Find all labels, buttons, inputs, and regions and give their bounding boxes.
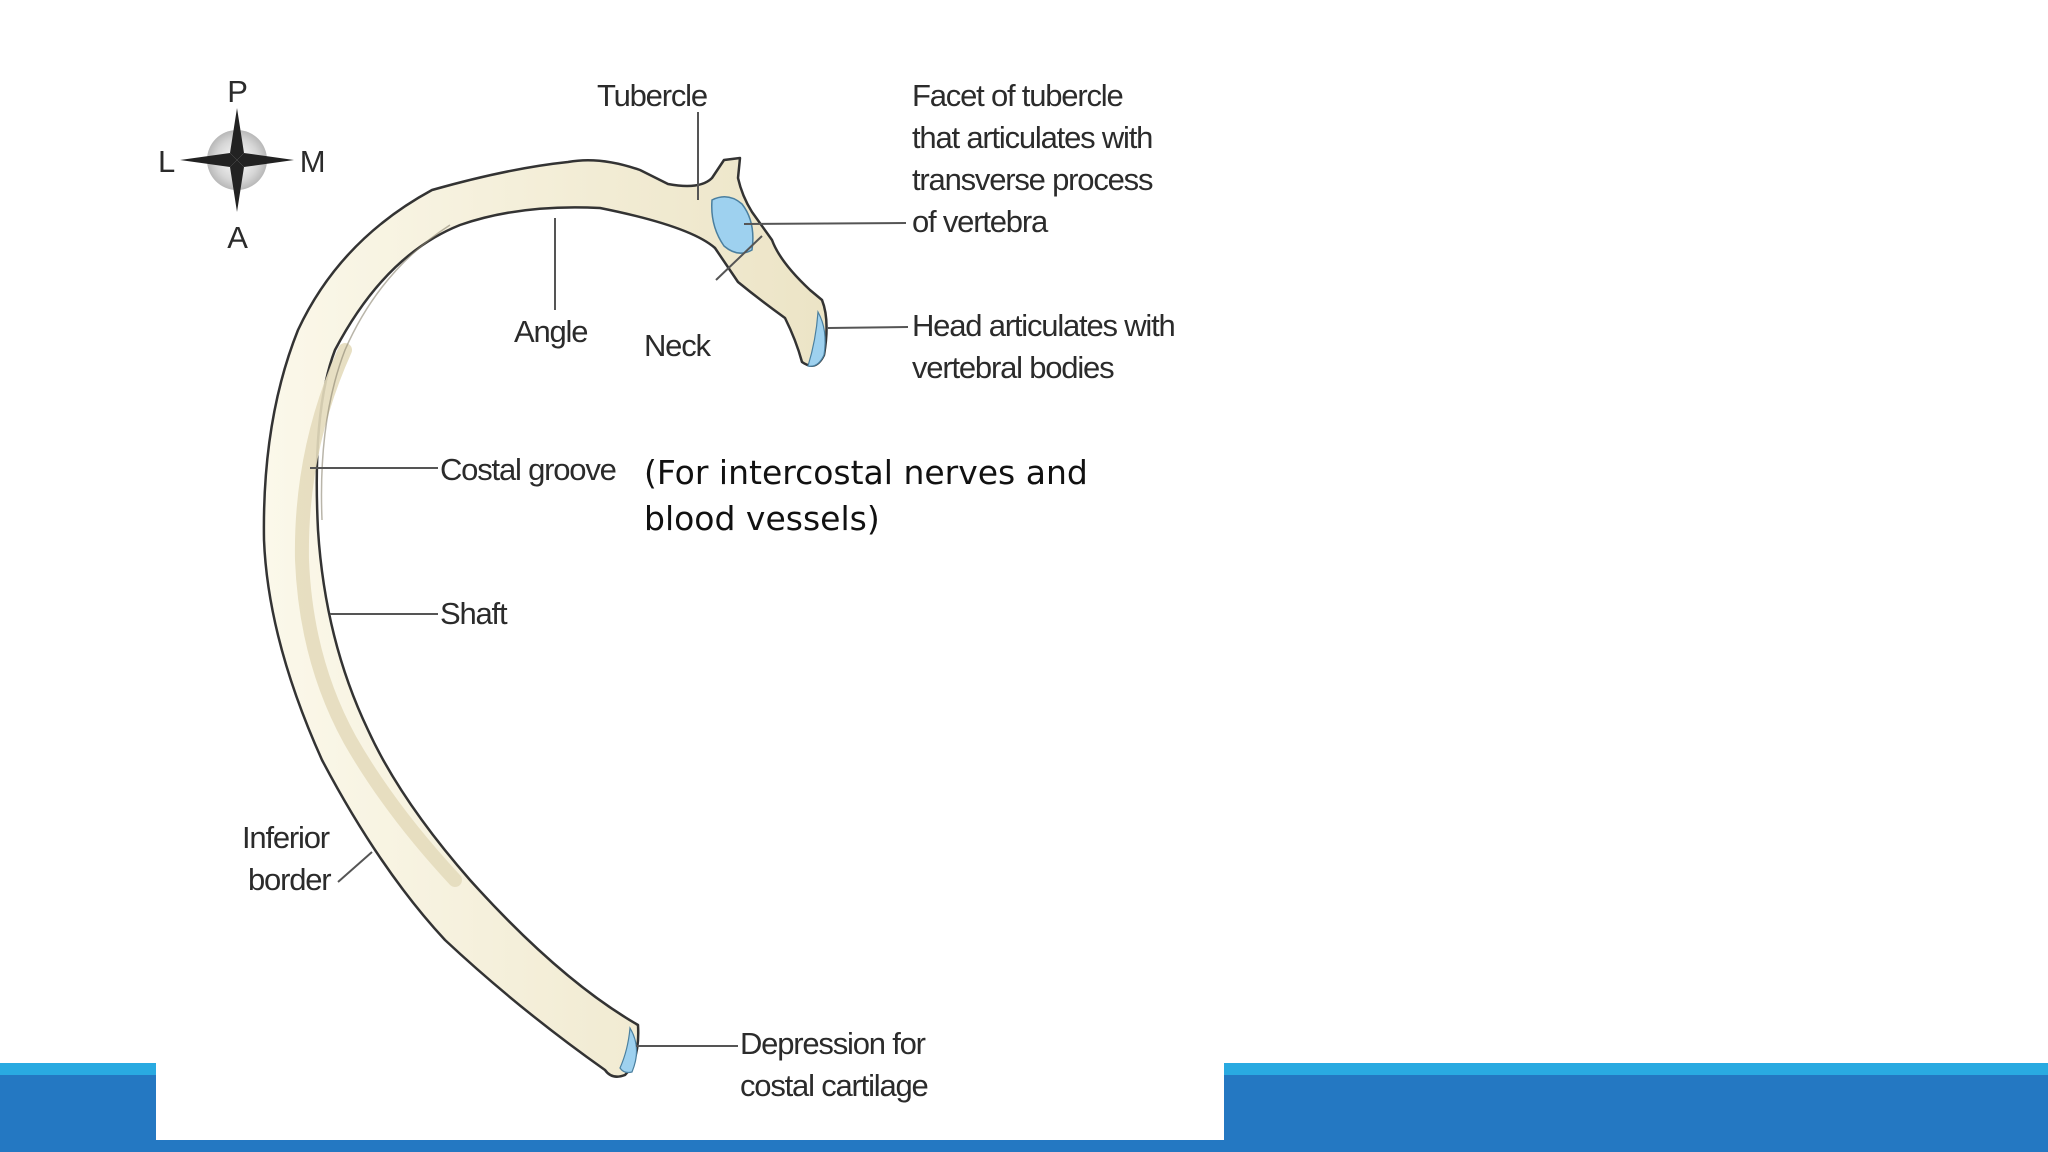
label-head-line-1: Head articulates with: [912, 308, 1175, 343]
label-angle: Angle: [514, 314, 587, 349]
cartilage-depression: [619, 1026, 638, 1074]
costal-groove-line: [294, 343, 462, 887]
leader-lines: [310, 112, 909, 1047]
rib-shape: [262, 156, 828, 1078]
label-shaft: Shaft: [440, 596, 508, 631]
label-facet-line-3: transverse process: [912, 162, 1153, 197]
label-neck: Neck: [644, 328, 712, 363]
label-facet-line-1: Facet of tubercle: [912, 78, 1123, 113]
label-costal-groove: Costal groove: [440, 452, 616, 487]
compass-label-a: A: [227, 220, 248, 255]
compass-label-p: P: [227, 74, 247, 109]
leader-inferior-border: [337, 851, 373, 883]
compass-arrow-a: [230, 160, 244, 212]
label-depression-line-1: Depression for: [740, 1026, 926, 1061]
compass-arrow-p: [230, 108, 244, 160]
leader-neck: [715, 235, 763, 281]
label-facet-line-2: that articulates with: [912, 120, 1152, 155]
compass-arrow-l: [180, 153, 237, 167]
compass-label-l: L: [158, 144, 175, 179]
label-tubercle: Tubercle: [597, 78, 707, 113]
leader-facet: [743, 222, 907, 225]
label-depression-line-2: costal cartilage: [740, 1068, 928, 1103]
compass-arrow-m: [237, 153, 294, 167]
tubercle-facet: [711, 196, 754, 254]
compass-label-m: M: [300, 144, 325, 179]
leader-head: [827, 326, 909, 329]
inner-ridge-line: [320, 224, 451, 521]
costal-groove-note: (For intercostal nerves and blood vessel…: [644, 450, 1164, 542]
head-articular-surface: [807, 309, 826, 367]
note-line-2: blood vessels): [644, 499, 880, 538]
label-inferior-border-line-2: border: [248, 862, 331, 897]
label-facet-line-4: of vertebra: [912, 204, 1049, 239]
label-head-line-2: vertebral bodies: [912, 350, 1114, 385]
note-line-1: (For intercostal nerves and: [644, 453, 1088, 492]
compass-rose: P A L M: [158, 74, 326, 255]
label-inferior-border-line-1: Inferior: [242, 820, 330, 855]
